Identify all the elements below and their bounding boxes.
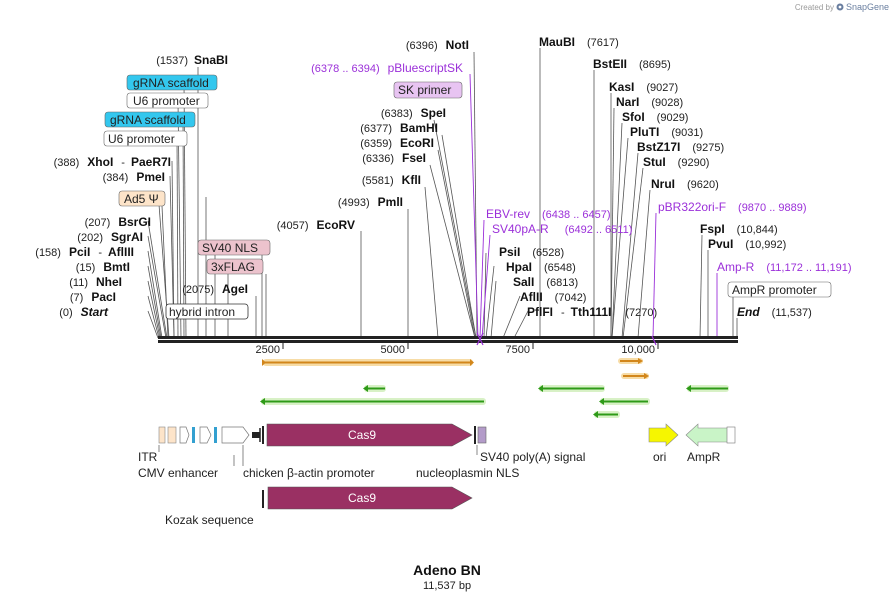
sequence-backbone — [158, 336, 738, 343]
site-fsei: (6336)FseI — [362, 151, 426, 165]
label-3xflag: 3xFLAG — [211, 260, 255, 274]
site-pflfi: PflFI-Tth111I(7270) — [527, 305, 657, 319]
label-itr: ITR — [138, 450, 158, 464]
site-ecorv: (4057)EcoRV — [277, 218, 355, 232]
primer-marks — [476, 332, 657, 346]
site-kasi: KasI(9027) — [609, 80, 678, 94]
label-sv40-polya: SV40 poly(A) signal — [480, 450, 585, 464]
cas9-arrow-main — [266, 423, 473, 447]
site-bsteii: BstEII(8695) — [593, 57, 671, 71]
label-nucleoplasmin-nls: nucleoplasmin NLS — [416, 466, 519, 480]
site-psii: PsiI(6528) — [499, 245, 564, 259]
site-noti: (6396)NotI — [406, 38, 469, 52]
site-stui: StuI(9290) — [643, 155, 709, 169]
ruler-label-5000: 5000 — [381, 344, 405, 356]
primer-arrow-track — [260, 358, 729, 418]
site-bsrgi: (207)BsrGI — [85, 215, 151, 229]
map-title: Adeno BN — [413, 562, 481, 578]
site-pcii: (158)PciI-AflIII — [35, 245, 134, 259]
label-sv40-nls: SV40 NLS — [202, 241, 258, 255]
label-chicken-actin-promoter: chicken β-actin promoter — [243, 466, 375, 480]
cas9-label-secondary: Cas9 — [348, 491, 376, 505]
site-sfoi: SfoI(9029) — [622, 110, 688, 124]
center-site-labels: (6396)NotI (6383)SpeI (6377)BamHI (6359)… — [360, 38, 469, 165]
site-paci: (7)PacI — [70, 290, 116, 304]
snapgene-logo-icon — [836, 3, 844, 11]
site-ecori: (6359)EcoRI — [360, 136, 434, 150]
ori-arrow — [648, 423, 679, 447]
site-agei: (2075)AgeI — [182, 282, 248, 296]
site-maubi: MauBI(7617) — [539, 35, 619, 49]
feature-track-labels: ITR CMV enhancer chicken β-actin promote… — [138, 445, 721, 527]
primer-pbluescriptsk: (6378 .. 6394)pBluescriptSK — [311, 61, 463, 75]
site-sali: SalI(6813) — [513, 275, 578, 289]
primer-pbr322ori-f: pBR322ori-F(9870 .. 9889) — [658, 200, 807, 214]
label-hybrid-intron: hybrid intron — [169, 305, 235, 319]
left-site-labels: (1537)SnaBI (388)XhoI-PaeR7I (384)PmeI (… — [35, 53, 421, 319]
label-kozak-sequence: Kozak sequence — [165, 513, 254, 527]
site-pmli: (4993)PmlI — [338, 195, 403, 209]
primer-ebv-rev: EBV-rev(6438 .. 6457) — [486, 207, 611, 221]
cas9-label-main: Cas9 — [348, 428, 376, 442]
primer-sv40pa-r: SV40pA-R(6492 .. 6511) — [492, 222, 632, 236]
map-subtitle: 11,537 bp — [423, 580, 471, 592]
label-ori: ori — [653, 450, 666, 464]
feature-track: Cas9 — [158, 423, 736, 447]
brand-name: SnapGene — [845, 2, 889, 12]
site-nrui: NruI(9620) — [651, 177, 719, 191]
right-site-labels: MauBI(7617) BstEII(8695) KasI(9027) NarI… — [499, 35, 812, 319]
site-nari: NarI(9028) — [616, 95, 683, 109]
label-grna-scaffold-2: gRNA scaffold — [110, 113, 186, 127]
snapgene-brand: Created by SnapGene — [795, 2, 889, 12]
ruler-label-7500: 7500 — [506, 344, 530, 356]
primer-leader-lines — [469, 73, 718, 339]
primer-labels: (6378 .. 6394)pBluescriptSK EBV-rev(6438… — [311, 61, 851, 274]
ruler-label-2500: 2500 — [256, 344, 280, 356]
site-bstz17i: BstZ17I(9275) — [637, 140, 724, 154]
site-sgrai: (202)SgrAI — [77, 230, 143, 244]
label-ampr: AmpR — [687, 450, 721, 464]
site-xhoi: (388)XhoI-PaeR7I — [54, 155, 171, 169]
site-snabi: (1537)SnaBI — [156, 53, 228, 67]
site-bmti: (15)BmtI — [76, 260, 130, 274]
label-u6-promoter-1: U6 promoter — [133, 94, 200, 108]
site-pluti: PluTI(9031) — [630, 125, 703, 139]
site-pvui: PvuI(10,992) — [708, 237, 786, 251]
label-u6-promoter-2: U6 promoter — [108, 132, 175, 146]
boxed-feature-labels: gRNA scaffold U6 promoter gRNA scaffold … — [103, 74, 832, 320]
site-fspi: FspI(10,844) — [700, 222, 778, 236]
label-cmv-enhancer: CMV enhancer — [138, 466, 218, 480]
site-spei: (6383)SpeI — [381, 106, 446, 120]
primer-amp-r: Amp-R(11,172 .. 11,191) — [717, 260, 852, 274]
site-aflii: AflII(7042) — [520, 290, 586, 304]
site-hpai: HpaI(6548) — [506, 260, 576, 274]
cas9-arrow-secondary — [267, 486, 473, 510]
site-bamhi: (6377)BamHI — [360, 121, 438, 135]
site-end: End(11,537) — [737, 305, 812, 319]
site-kfli: (5581)KflI — [362, 173, 421, 187]
ruler-label-10000: 10,000 — [621, 344, 655, 356]
site-nhei: (11)NheI — [69, 275, 122, 289]
brand-created-by: Created by — [794, 2, 834, 12]
site-pmei: (384)PmeI — [103, 170, 165, 184]
label-ampr-promoter: AmpR promoter — [732, 283, 817, 297]
label-sk-primer: SK primer — [398, 83, 451, 97]
ampr-arrow — [685, 423, 735, 447]
ruler-ticks — [282, 343, 659, 349]
site-start: (0)Start — [59, 305, 109, 319]
label-ad5-psi: Ad5 Ψ — [124, 192, 159, 206]
label-grna-scaffold-1: gRNA scaffold — [133, 76, 209, 90]
